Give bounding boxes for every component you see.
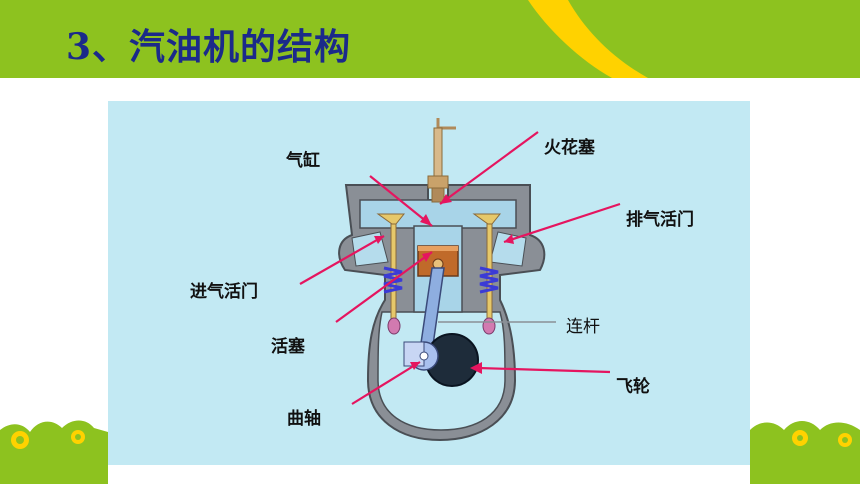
- pointer-piston: [335, 251, 433, 323]
- intake-cam: [387, 317, 401, 335]
- exhaust-valve-spring: [479, 266, 499, 294]
- spark-plug: [427, 118, 456, 203]
- pointer-cylinder: [369, 175, 433, 227]
- pointer-intake-valve: [299, 235, 385, 285]
- label-spark-plug: 火花塞: [544, 138, 595, 158]
- yellow-swoosh-decoration: [528, 0, 648, 78]
- label-crankshaft: 曲轴: [287, 409, 321, 429]
- intake-valve: [376, 213, 406, 321]
- exhaust-cam: [482, 317, 496, 335]
- pointer-flywheel: [477, 366, 611, 374]
- label-cylinder: 气缸: [286, 151, 320, 171]
- exhaust-valve: [472, 213, 502, 321]
- label-exhaust-valve: 排气活门: [626, 210, 694, 230]
- pointer-arrowheads: [374, 194, 514, 370]
- pointer-spark-plug: [439, 131, 539, 205]
- green-bumps-right: [750, 421, 860, 484]
- green-bumps-left: [0, 420, 108, 484]
- pointer-lines: [299, 131, 621, 405]
- page-title: 3、汽油机的结构: [66, 26, 352, 68]
- intake-valve-spring: [383, 266, 403, 294]
- label-intake-valve: 进气活门: [190, 282, 258, 302]
- exhaust-port: [489, 231, 527, 267]
- flywheel-arrowhead: [470, 362, 482, 374]
- pointer-exhaust-valve: [503, 202, 621, 244]
- pointer-crankshaft: [351, 361, 421, 405]
- label-connecting-rod: 连杆: [566, 317, 600, 337]
- label-flywheel: 飞轮: [616, 377, 650, 397]
- label-piston: 活塞: [271, 337, 305, 357]
- crankshaft-center: [419, 351, 429, 361]
- header-bar: [0, 0, 860, 78]
